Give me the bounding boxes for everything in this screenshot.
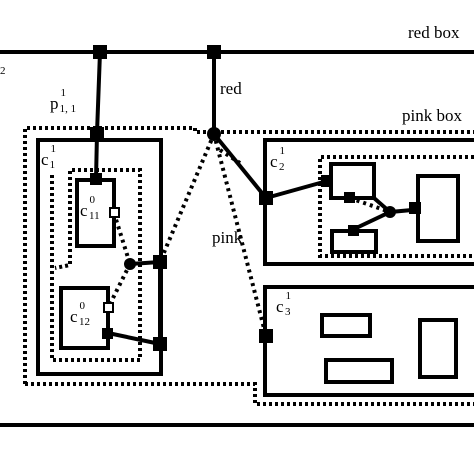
c3-inner-box-2 <box>324 358 394 384</box>
port-c12-top-right <box>103 302 114 313</box>
label-red-box: red box <box>408 23 460 42</box>
port-c11-right <box>109 207 120 218</box>
port-c1-right-lower <box>153 337 167 351</box>
port-c2-box-bottom <box>348 225 359 236</box>
c3-inner-box-1 <box>320 313 372 338</box>
edge-c2-dot-a <box>349 196 391 214</box>
node-hub <box>207 127 221 141</box>
c3-inner-box-3 <box>418 318 458 379</box>
port-c12-right <box>102 328 113 339</box>
port-c2-box-right <box>409 202 421 214</box>
port-red-box-right <box>207 45 221 59</box>
port-c3-left <box>259 329 273 343</box>
port-c1-right-upper <box>153 255 167 269</box>
c2-inner-box-right <box>416 174 460 243</box>
label-left-edge: 2 <box>0 65 6 77</box>
red-box-outer-frame <box>0 50 474 427</box>
port-red-box-left <box>93 45 107 59</box>
label-pink-box: pink box <box>402 106 462 125</box>
port-c2-box-top <box>344 192 355 203</box>
c1-inner-dotted-frame <box>50 168 142 362</box>
edge-junction-to-c12 <box>106 263 132 309</box>
port-c11-top <box>90 173 102 185</box>
node-junction-c1 <box>124 258 136 270</box>
box-c12-0 <box>59 286 110 350</box>
node-junction-c2 <box>384 206 396 218</box>
edge-hub-to-c2 <box>212 132 268 200</box>
edge-top-to-p11 <box>94 51 102 181</box>
c2-inner-dotted-frame <box>318 155 474 258</box>
port-c2-left <box>259 191 273 205</box>
edge-c11-to-junction <box>112 212 132 265</box>
port-c2-inner <box>321 175 333 187</box>
label-red-edge: red <box>220 79 242 98</box>
port-c1-top <box>90 127 104 141</box>
edge-hub-to-right-column <box>158 133 216 263</box>
edge-c12-to-right <box>107 331 161 346</box>
pink-dotted-region <box>23 126 474 406</box>
label-pink-edge: pink <box>212 228 243 247</box>
edge-c2-port-to-inner <box>265 179 328 200</box>
